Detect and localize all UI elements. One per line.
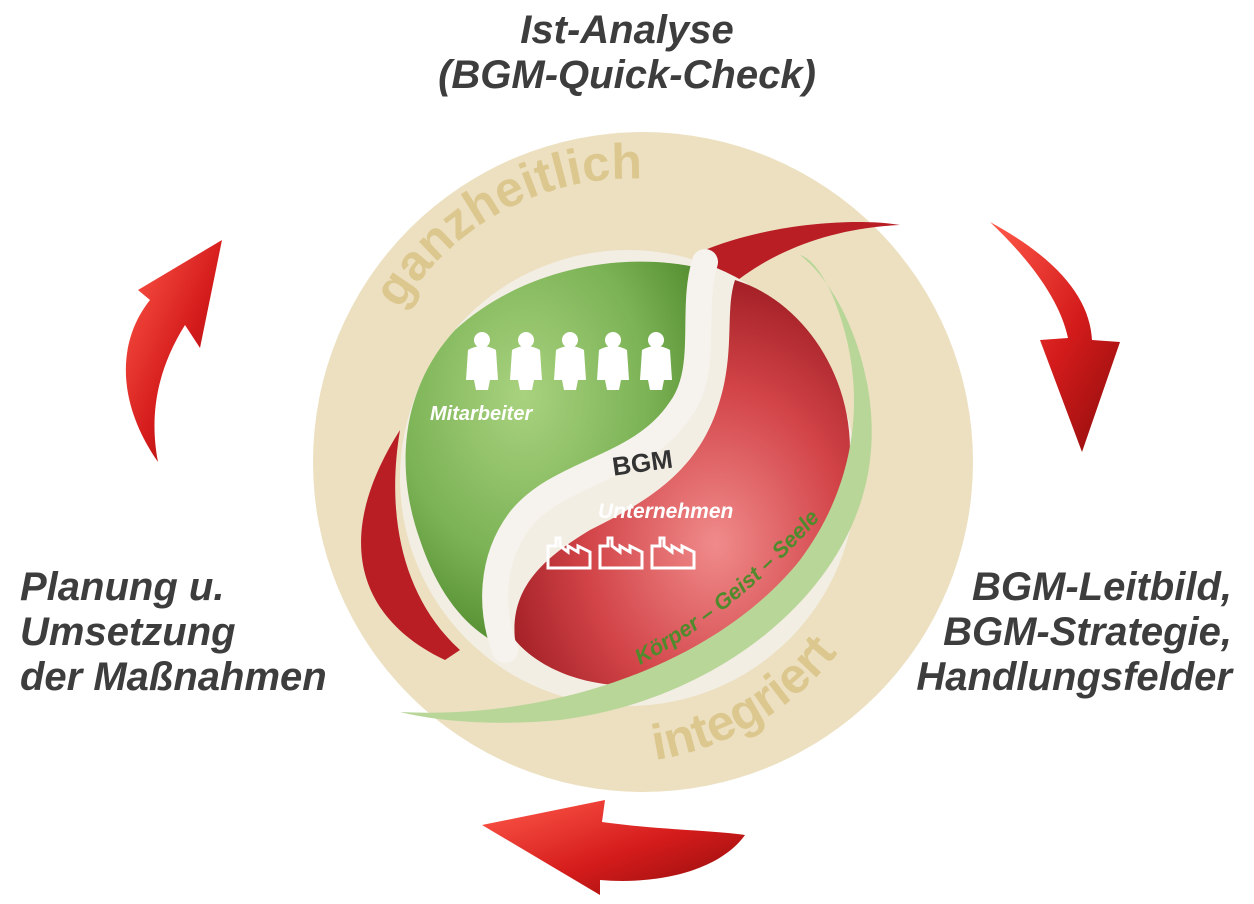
person-icon: [554, 332, 586, 390]
step-implementation-label: Planung u. Umsetzung der Maßnahmen: [20, 565, 327, 700]
factory-icon: [598, 536, 644, 570]
step-strategy-line-2: BGM-Strategie,: [943, 610, 1232, 654]
employees-label: Mitarbeiter: [430, 403, 533, 425]
step-analysis-label: Ist-Analyse (BGM-Quick-Check): [0, 8, 1254, 98]
step-implementation-line-1: Planung u.: [20, 565, 225, 609]
company-label: Unternehmen: [598, 500, 733, 523]
step-strategy-label: BGM-Leitbild, BGM-Strategie, Handlungsfe…: [916, 565, 1232, 700]
red-swoosh-upper: [700, 222, 900, 288]
step-analysis-line-1: Ist-Analyse: [520, 8, 734, 52]
factory-icon: [650, 536, 696, 570]
employee-icons: [466, 332, 672, 390]
s-separator: [482, 249, 718, 663]
person-icon: [597, 332, 629, 390]
arrow-bottom-icon: [482, 800, 745, 895]
factory-icon: [546, 536, 592, 570]
red-swoosh-left: [361, 430, 460, 660]
step-analysis-line-2: (BGM-Quick-Check): [438, 53, 816, 97]
person-icon: [640, 332, 672, 390]
person-icon: [466, 332, 498, 390]
step-implementation-line-2: Umsetzung: [20, 610, 236, 654]
step-strategy-line-3: Handlungsfelder: [916, 655, 1232, 699]
red-lobe: [514, 280, 850, 686]
arrow-right-icon: [990, 222, 1120, 452]
arrow-left-icon: [125, 240, 222, 462]
step-implementation-line-3: der Maßnahmen: [20, 655, 327, 699]
factory-icons: [546, 536, 696, 570]
step-strategy-line-1: BGM-Leitbild,: [972, 565, 1232, 609]
person-icon: [510, 332, 542, 390]
